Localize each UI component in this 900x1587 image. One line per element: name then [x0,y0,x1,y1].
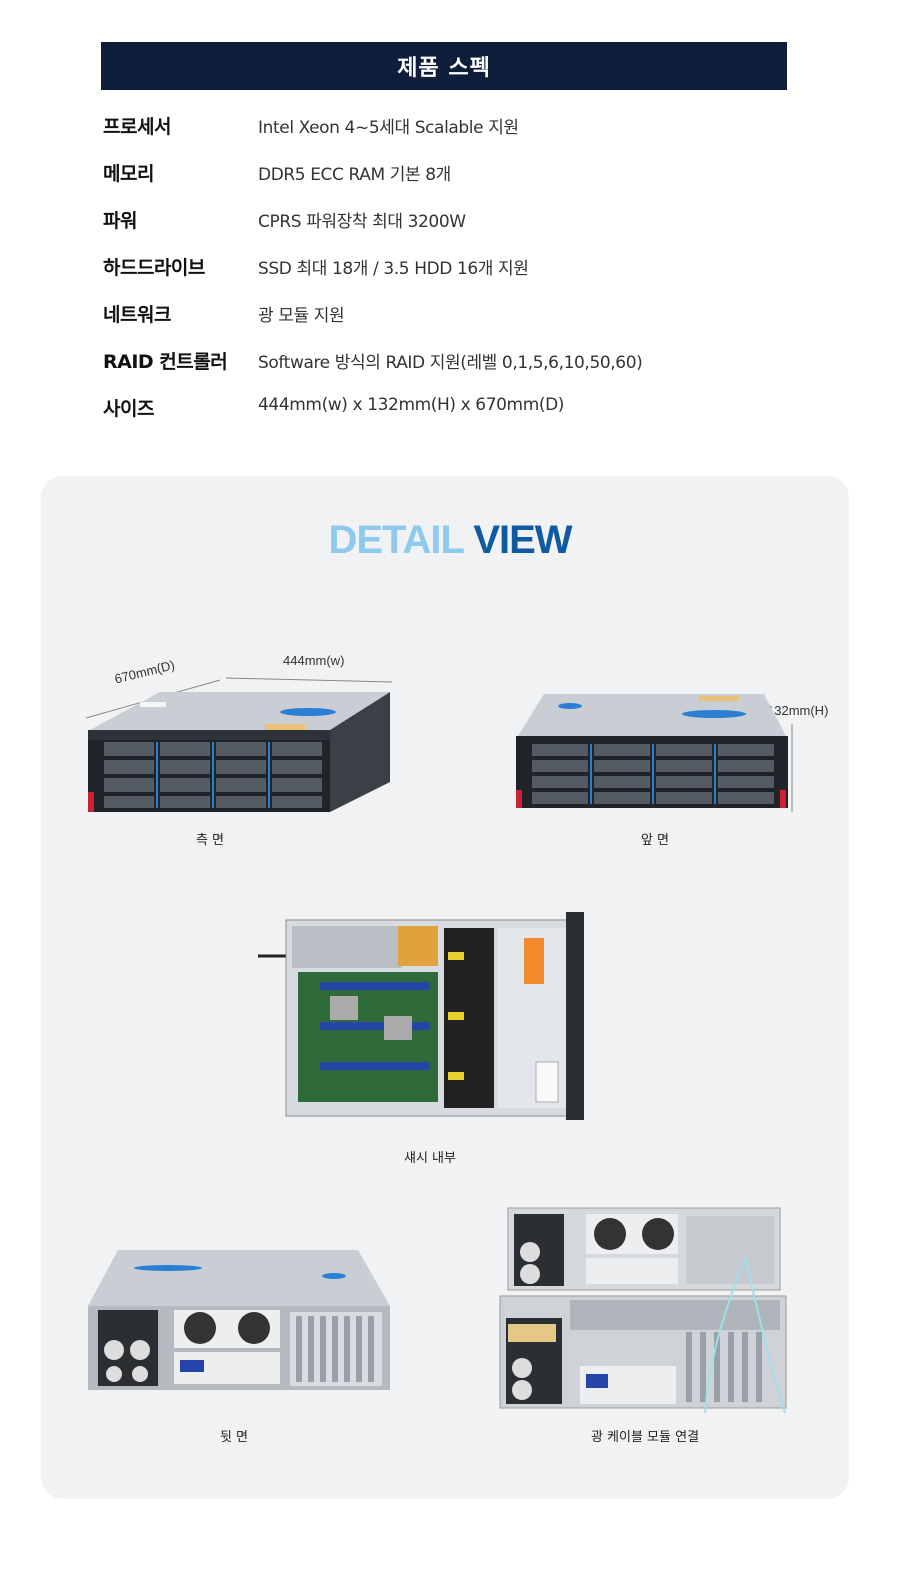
server-side-view-image [85,677,393,812]
spec-row-size: 사이즈 444mm(w) x 132mm(H) x 670mm(D) [103,394,793,424]
chassis-inside-image [258,912,584,1120]
spec-row-power: 파워 CPRS 파워장착 최대 3200W [103,206,793,236]
fiber-cable-module-image [499,1207,787,1414]
fiber-module-caption: 광 케이블 모듈 연결 [590,1430,700,1445]
back-view-caption: 뒷 면 [219,1430,249,1445]
spec-value: Intel Xeon 4~5세대 Scalable 지원 [258,118,519,138]
spec-row-processor: 프로세서 Intel Xeon 4~5세대 Scalable 지원 [103,112,793,142]
server-back-view-image [88,1250,390,1390]
width-dimension-label: 444mm(w) [283,653,345,668]
spec-row-network: 네트워크 광 모듈 지원 [103,300,793,330]
height-dimension-label: 132mm(H) [767,703,829,718]
chassis-inside-caption: 섀시 내부 [404,1151,456,1166]
detail-title-part1: DETAIL [328,518,474,562]
spec-value: 444mm(w) x 132mm(H) x 670mm(D) [258,395,565,415]
spec-value: SSD 최대 18개 / 3.5 HDD 16개 지원 [258,259,529,279]
side-view-caption: 측 면 [195,833,225,848]
spec-value: CPRS 파워장착 최대 3200W [258,212,466,232]
detail-title-part2: VIEW [473,518,572,562]
front-view-caption: 앞 면 [640,833,670,848]
spec-row-hard-drive: 하드드라이브 SSD 최대 18개 / 3.5 HDD 16개 지원 [103,253,793,283]
server-front-view-image [516,694,793,812]
spec-key: RAID 컨트롤러 [103,351,228,373]
detail-view-title: DETAIL VIEW [0,518,900,563]
spec-key: 파워 [103,210,137,232]
spec-value: 광 모듈 지원 [258,306,345,326]
spec-header: 제품 스펙 [101,42,787,90]
spec-row-memory: 메모리 DDR5 ECC RAM 기본 8개 [103,159,793,189]
spec-key: 프로세서 [103,116,171,138]
spec-key: 네트워크 [103,304,171,326]
spec-value: DDR5 ECC RAM 기본 8개 [258,165,451,185]
spec-value: Software 방식의 RAID 지원(레벨 0,1,5,6,10,50,60… [258,353,643,373]
spec-row-raid: RAID 컨트롤러 Software 방식의 RAID 지원(레벨 0,1,5,… [103,347,793,377]
spec-key: 사이즈 [103,398,154,420]
spec-key: 하드드라이브 [103,257,205,279]
spec-key: 메모리 [103,163,154,185]
